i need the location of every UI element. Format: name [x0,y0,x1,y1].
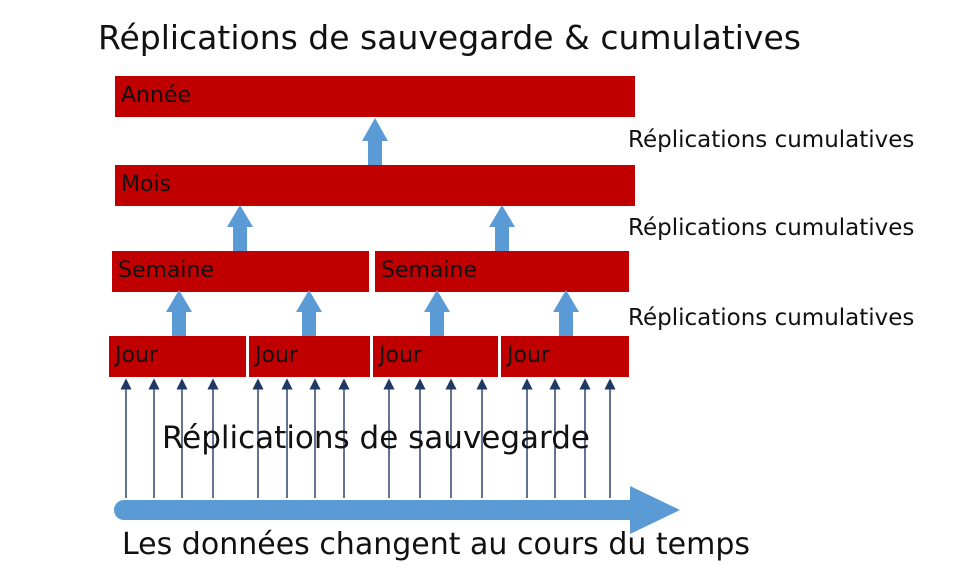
up-arrow-day-week-3 [424,290,450,336]
bar-day-3: Jour [373,336,498,377]
timeline-arrow [114,486,680,534]
timeline-label: Les données changent au cours du temps [122,527,751,562]
bar-week-2: Semaine [375,251,629,292]
backup-label: Réplications de sauvegarde [162,420,590,456]
bar-day-4: Jour [501,336,629,377]
bar-day-1: Jour [109,336,246,377]
up-arrow-day-week-4 [553,290,579,336]
up-arrow-day-week-2 [296,290,322,336]
cumulative-label-2: Réplications cumulatives [628,215,915,241]
up-arrow-day-week-1 [166,290,192,336]
up-arrow-month-year [362,118,388,165]
cumulative-label-1: Réplications cumulatives [628,127,915,153]
bar-day-2: Jour [249,336,370,377]
up-arrow-week-month-1 [227,205,253,251]
bar-month: Mois [115,165,635,206]
cumulative-label-3: Réplications cumulatives [628,305,915,331]
bar-year: Année [115,76,635,117]
bar-week-1: Semaine [112,251,369,292]
up-arrow-week-month-2 [489,205,515,251]
diagram-title: Réplications de sauvegarde & cumulatives [98,18,801,57]
